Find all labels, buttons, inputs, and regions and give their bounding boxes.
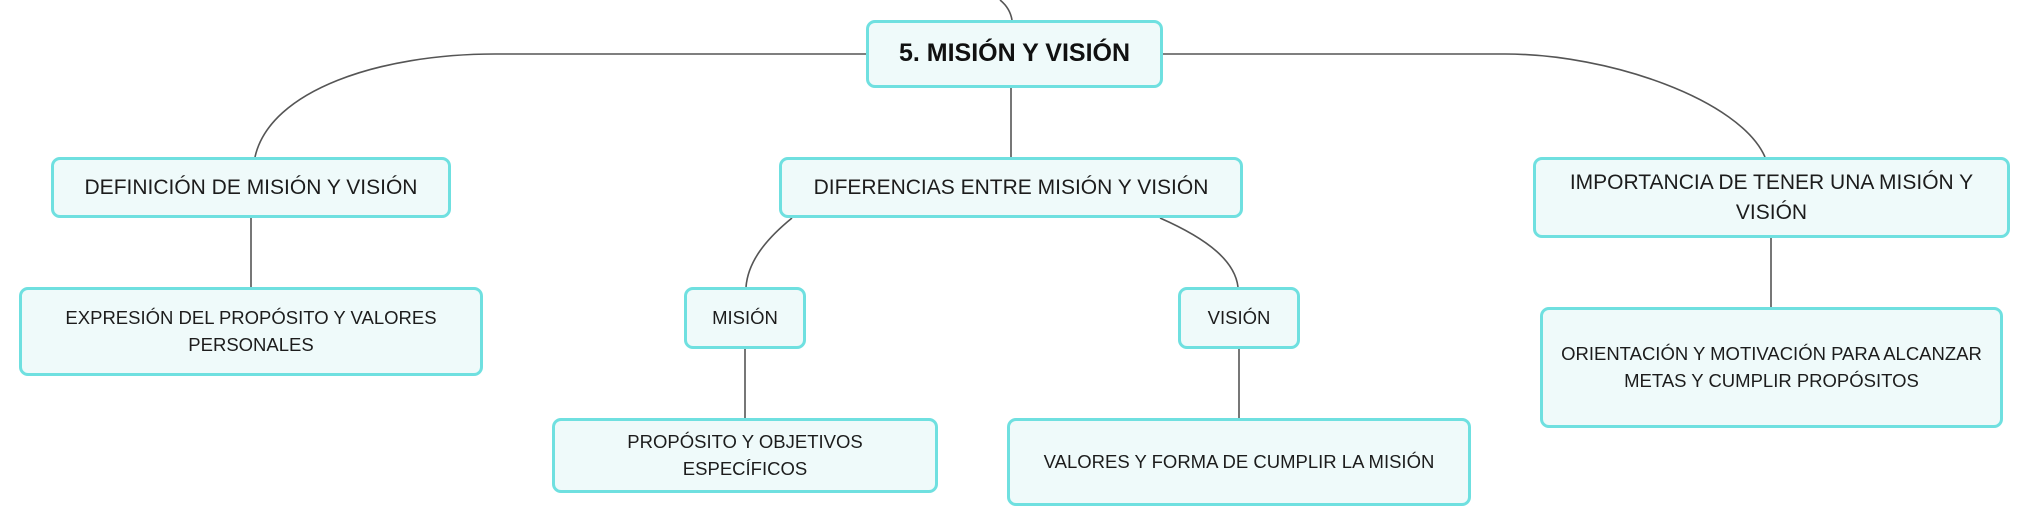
topic-orientacion-node[interactable]: ORIENTACIÓN Y MOTIVACIÓN PARA ALCANZAR M… bbox=[1540, 307, 2003, 428]
topic-orientacion-label: ORIENTACIÓN Y MOTIVACIÓN PARA ALCANZAR M… bbox=[1561, 343, 1982, 391]
topic-valores-node[interactable]: VALORES Y FORMA DE CUMPLIR LA MISIÓN bbox=[1007, 418, 1471, 506]
connector-diferencias-to-mision bbox=[745, 217, 793, 288]
connector-root-to-importancia bbox=[1163, 53, 1766, 158]
topic-importancia-node[interactable]: IMPORTANCIA DE TENER UNA MISIÓN Y VISIÓN bbox=[1533, 157, 2010, 238]
topic-proposito-node[interactable]: PROPÓSITO Y OBJETIVOS ESPECÍFICOS bbox=[552, 418, 938, 493]
root-topic-label: 5. MISIÓN Y VISIÓN bbox=[898, 39, 1131, 68]
connector-root-to-definicion bbox=[254, 53, 869, 158]
connector-diferencias-to-vision bbox=[1159, 217, 1239, 288]
topic-definicion-label: DEFINICIÓN DE MISIÓN Y VISIÓN bbox=[84, 175, 418, 199]
root-topic-node[interactable]: 5. MISIÓN Y VISIÓN bbox=[866, 20, 1163, 88]
topic-valores-label: VALORES Y FORMA DE CUMPLIR LA MISIÓN bbox=[1043, 450, 1435, 472]
topic-mision-node[interactable]: MISIÓN bbox=[684, 287, 806, 349]
topic-vision-label: VISIÓN bbox=[1207, 306, 1271, 328]
topic-diferencias-label: DIFERENCIAS ENTRE MISIÓN Y VISIÓN bbox=[813, 175, 1209, 199]
topic-expresion-node[interactable]: EXPRESIÓN DEL PROPÓSITO Y VALORES PERSON… bbox=[19, 287, 483, 376]
topic-definicion-node[interactable]: DEFINICIÓN DE MISIÓN Y VISIÓN bbox=[51, 157, 451, 218]
connector-parent-to-root bbox=[999, 0, 1013, 21]
topic-proposito-label: PROPÓSITO Y OBJETIVOS ESPECÍFICOS bbox=[627, 431, 863, 479]
topic-importancia-label: IMPORTANCIA DE TENER UNA MISIÓN Y VISIÓN bbox=[1569, 170, 1974, 224]
topic-mision-label: MISIÓN bbox=[712, 306, 778, 328]
topic-expresion-label: EXPRESIÓN DEL PROPÓSITO Y VALORES PERSON… bbox=[65, 307, 437, 355]
topic-vision-node[interactable]: VISIÓN bbox=[1178, 287, 1300, 349]
topic-diferencias-node[interactable]: DIFERENCIAS ENTRE MISIÓN Y VISIÓN bbox=[779, 157, 1243, 218]
